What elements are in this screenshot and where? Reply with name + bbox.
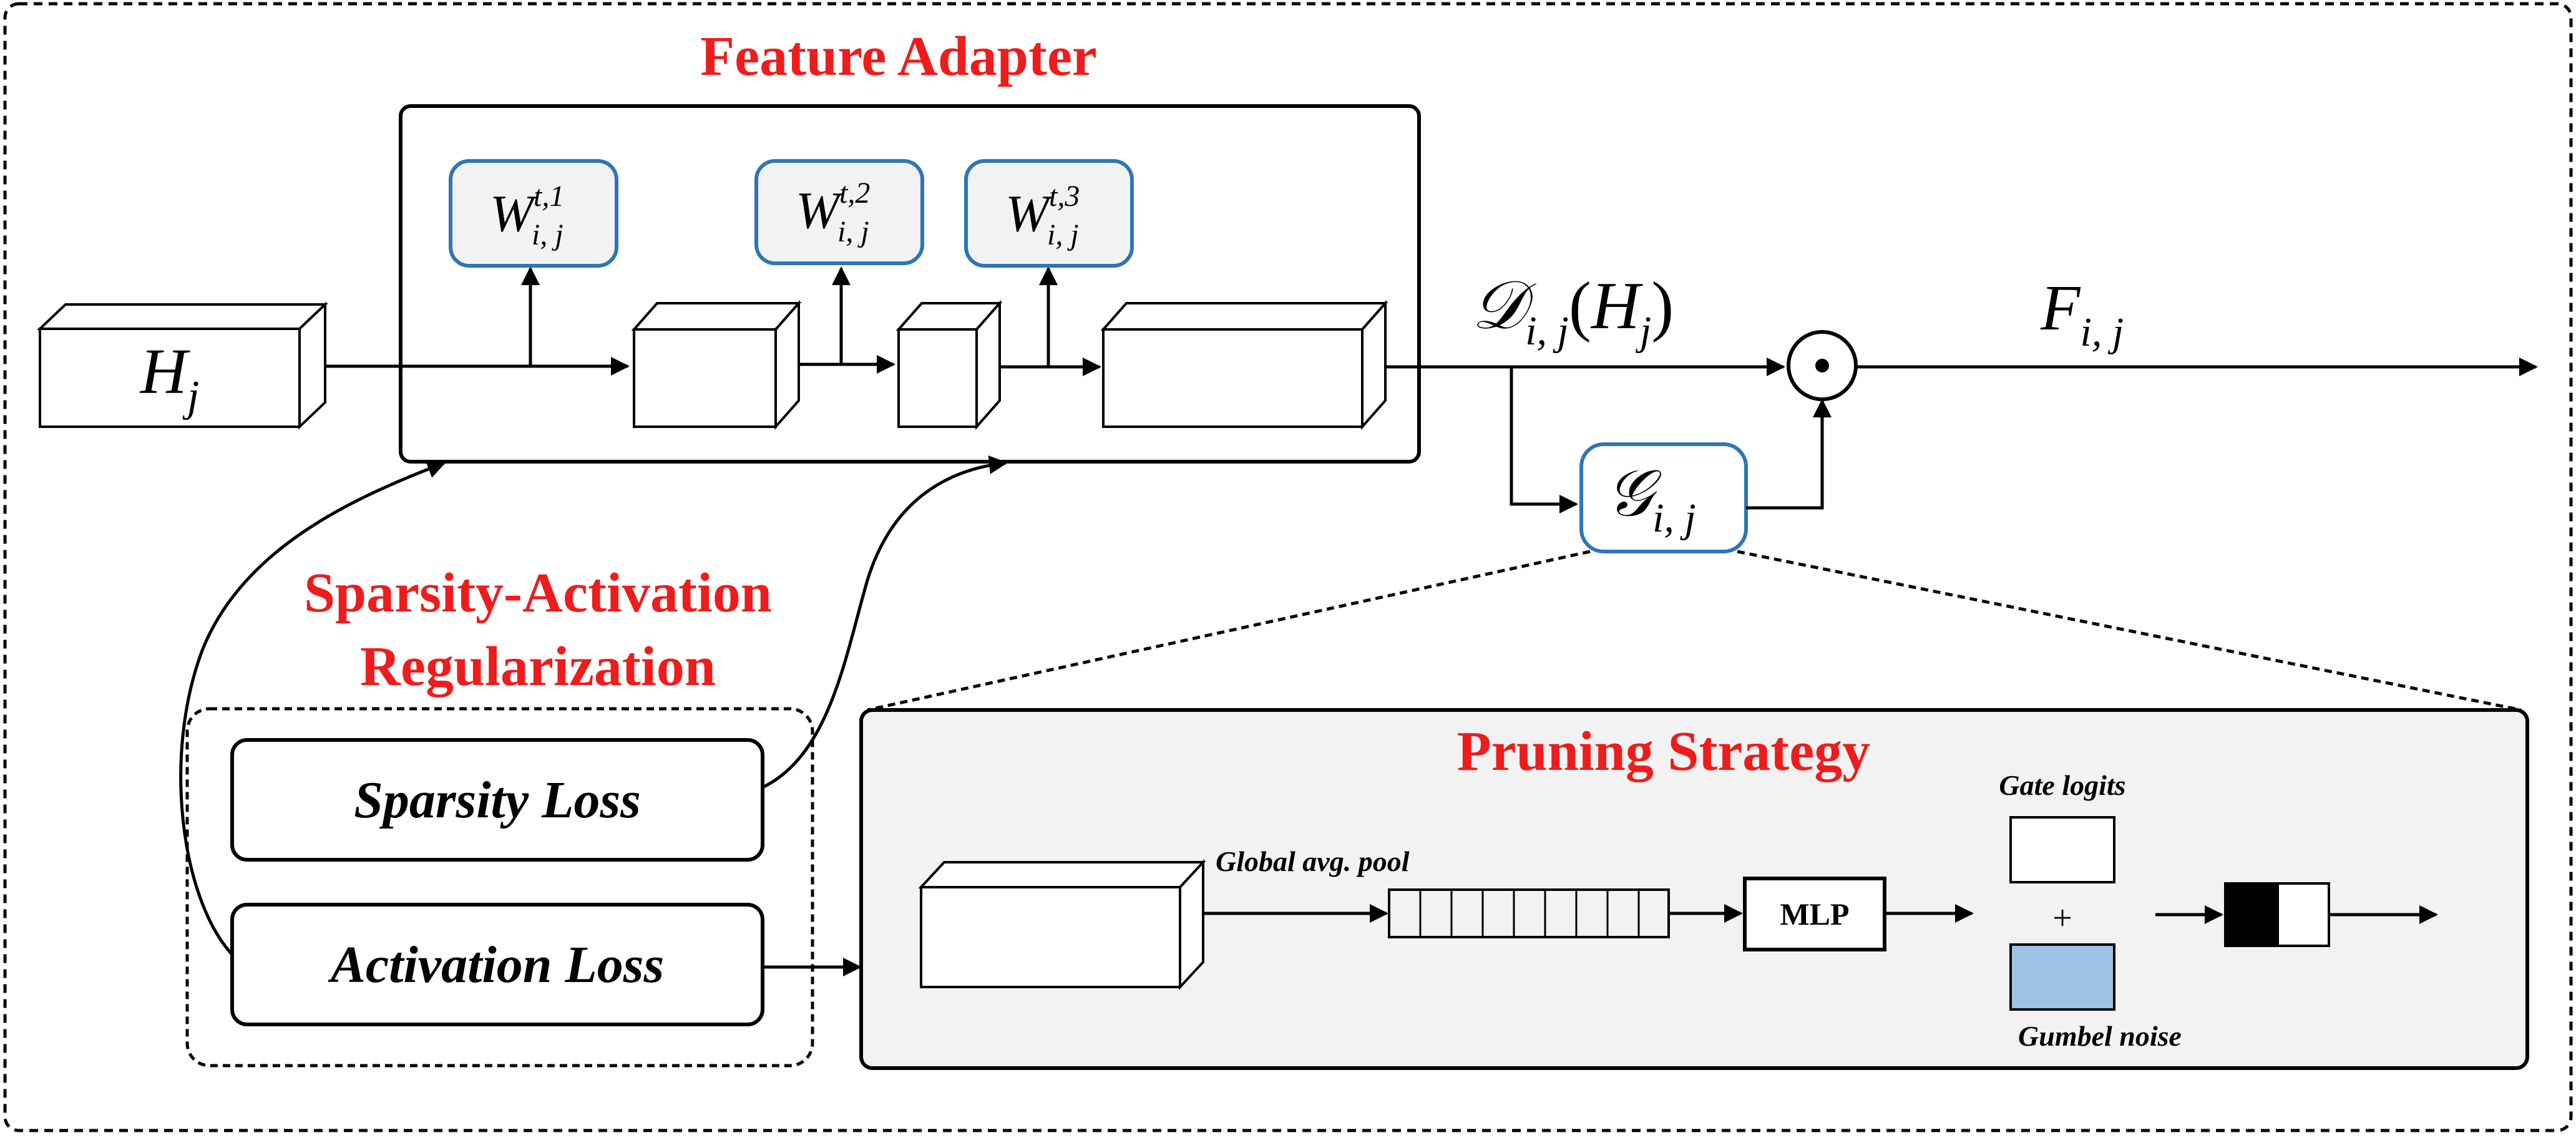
gumbel-noise-label: Gumbel noise [2018, 1020, 2182, 1052]
feature-cuboid-1 [631, 299, 802, 430]
pruning-feature-cuboid [918, 858, 1206, 991]
gate-logits-box [2009, 816, 2115, 883]
regularization-title-line1: Sparsity-Activation [304, 562, 772, 624]
weight-box-2 [754, 159, 924, 265]
global-pool-label: Global avg. pool [1216, 845, 1410, 877]
output-label: Fi, j [2040, 272, 2124, 355]
weight-2-sup: t,2 [839, 177, 870, 210]
regularization-title-line2: Regularization [360, 636, 716, 698]
activation-loss-box [230, 903, 764, 1026]
pruning-strategy-title: Pruning Strategy [1457, 721, 1870, 782]
zoom-line-left [867, 550, 1591, 712]
gate-logits-label: Gate logits [1999, 769, 2125, 801]
sparsity-loss-box [230, 738, 764, 862]
weight-3-sup: t,3 [1049, 180, 1080, 213]
plus-sign: + [2052, 899, 2072, 938]
multiply-dot [1815, 359, 1829, 372]
weight-3-label: W [1005, 185, 1053, 243]
weight-1-sup: t,1 [534, 180, 564, 213]
sparsity-to-adapter-curve [761, 455, 1008, 789]
binary-mask-off [2276, 882, 2330, 947]
gate-to-multiply-line [1746, 399, 1832, 510]
activation-to-adapter-curve [179, 460, 446, 956]
sparsity-loss-label: Sparsity Loss [354, 771, 641, 829]
gumbel-noise-box [2009, 943, 2115, 1011]
pooled-vector [1388, 888, 1670, 938]
binary-mask-on [2224, 882, 2279, 947]
weight-1-label: W [490, 185, 538, 243]
input-feature-cuboid [36, 301, 329, 430]
activation-loss-label: Activation Loss [328, 936, 664, 994]
regularization-dashed-box [185, 707, 814, 1067]
mlp-label: MLP [1780, 897, 1849, 931]
feature-adapter-title: Feature Adapter [700, 26, 1097, 87]
zoom-line-right [1737, 550, 2522, 712]
adapter-output-label: 𝒟i, j(Hj) [1471, 269, 1674, 354]
mlp-box [1743, 877, 1886, 951]
weight-1-sub: i, j [532, 218, 564, 251]
weight-3-sub: i, j [1047, 218, 1079, 251]
weight-2-sub: i, j [837, 215, 869, 248]
feature-cuboid-3 [1100, 299, 1388, 430]
feature-cuboid-2 [895, 299, 1003, 430]
weight-2-label: W [796, 182, 844, 240]
weight-box-3 [964, 159, 1134, 268]
outer-dashed-frame [3, 2, 2573, 1132]
weight-box-1 [449, 159, 618, 268]
gate-box [1579, 442, 1748, 553]
branch-to-gate-line [1510, 367, 1578, 513]
input-label: Hj [139, 336, 200, 421]
